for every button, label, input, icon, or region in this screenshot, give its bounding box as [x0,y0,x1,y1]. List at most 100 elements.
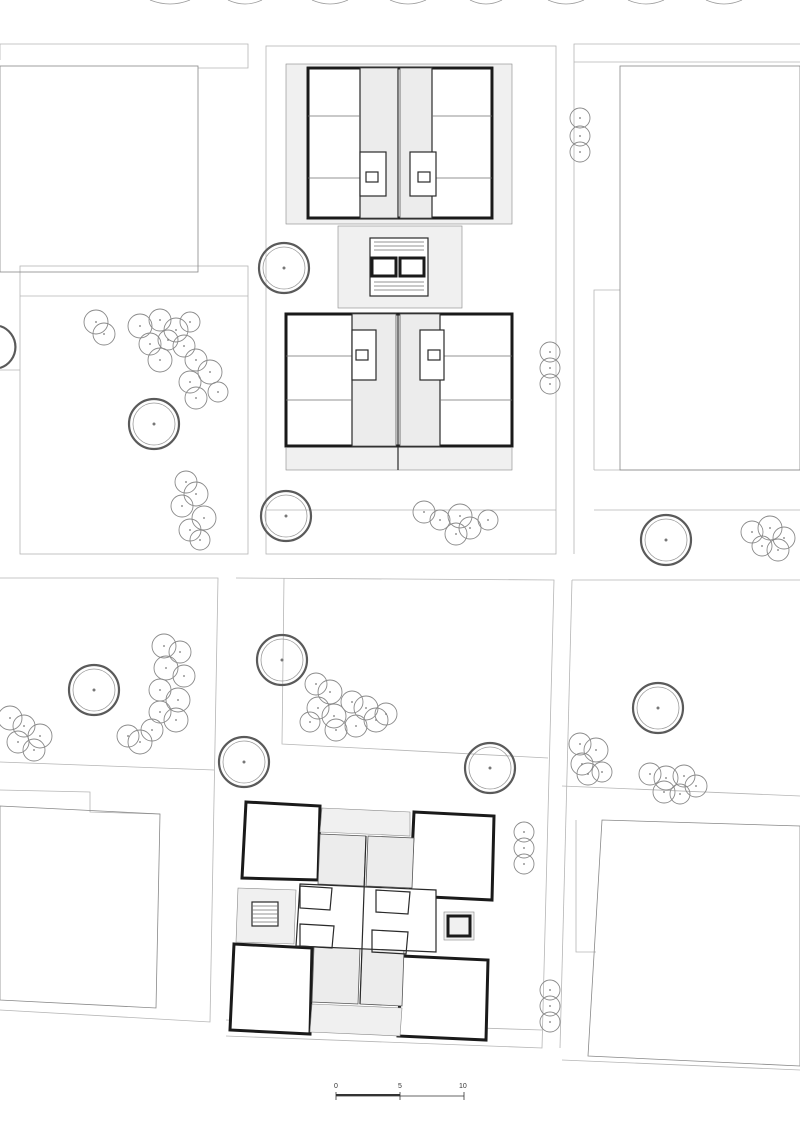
tree-trunk-dot [177,699,179,701]
upper-building-north-block [285,63,513,225]
tree-trunk-dot [523,847,525,849]
tree-trunk-dot [751,531,753,533]
tree-trunk-dot [23,725,25,727]
tree-small [444,522,468,546]
tree-trunk-dot [175,719,177,721]
tree-small [513,853,535,875]
tree-trunk-dot [163,645,165,647]
tree-small [569,125,591,147]
tree-small [458,516,482,540]
tree-small [178,370,202,394]
tree-large [217,735,271,789]
tree-large [255,633,309,687]
tree-small [321,703,347,729]
tree-trunk-dot [333,715,335,717]
tree-trunk-dot [199,539,201,541]
tree-small [539,1011,561,1033]
tree-small [576,762,600,786]
tree-small [412,500,436,524]
tree-trunk-dot [595,749,597,751]
tree-small [22,738,46,762]
tree-small [157,329,179,351]
tree-small [138,332,162,356]
tree-small [127,313,153,339]
scale-label-10: 10 [459,1083,467,1090]
tree-trunk-dot [549,351,551,353]
lower-building [228,800,496,1042]
tree-trunk-dot [33,749,35,751]
tree-trunk-dot [189,381,191,383]
tree-trunk-dot [195,493,197,495]
tree-trunk-dot [487,519,489,521]
tree-trunk-dot [579,151,581,153]
tree-trunk-dot [601,771,603,773]
tree-trunk-dot [103,333,105,335]
tree-small [147,347,173,373]
tree-small [653,765,679,791]
tree-small [165,687,191,713]
tree-small [672,764,696,788]
tree-small [539,373,561,395]
tree-trunk-dot [189,321,191,323]
scale-label-5: 5 [398,1083,402,1090]
tree-small [340,690,364,714]
tree-small [163,317,189,343]
tree-small [583,737,609,763]
tree-large [127,397,181,451]
tree-trunk-dot [195,359,197,361]
tree-small [0,705,23,731]
tree-small [163,707,189,733]
tree-small [116,724,140,748]
tree-small [568,732,592,756]
tree-small [304,672,328,696]
tree-trunk-dot [523,831,525,833]
tree-small [324,718,348,742]
tree-small [306,696,330,720]
tree-small [766,538,790,562]
tree-trunk-dot [309,721,311,723]
tree-small [207,381,229,403]
tree-trunk-dot [523,863,525,865]
tree-small [751,535,773,557]
tree-trunk-dot [179,651,181,653]
upper-building-stair-core [337,225,463,309]
tree-small [151,633,177,659]
tree-small [344,714,368,738]
tree-trunk-dot [549,989,551,991]
tree-trunk-dot [663,791,665,793]
tree-small [363,707,389,733]
tree-small [539,341,561,363]
tree-trunk-dot [181,505,183,507]
tree-small [513,821,535,843]
tree-trunk-dot [455,533,457,535]
tree-small [429,509,451,531]
tree-large [639,513,693,567]
tree-large [463,741,517,795]
tree-large [67,663,121,717]
tree-large [631,681,685,735]
tree-trunk-dot [175,329,177,331]
top-edge-trees [149,0,743,5]
tree-trunk-dot [549,1021,551,1023]
tree-trunk-dot [777,549,779,551]
tree-trunk-dot [695,785,697,787]
tree-trunk-dot [549,367,551,369]
tree-trunk-dot [351,701,353,703]
tree-trunk-dot [17,741,19,743]
tree-small [183,481,209,507]
tree-trunk-dot [385,713,387,715]
site-boundaries [0,43,800,1071]
tree-small [317,679,343,705]
tree-clusters [0,107,796,1033]
tree-small [191,505,217,531]
tree-small [539,995,561,1017]
tree-small [83,309,109,335]
tree-trunk-dot [365,707,367,709]
tree-trunk-dot [159,359,161,361]
tree-trunk-dot [439,519,441,521]
tree-trunk-dot [315,683,317,685]
tree-small [197,359,223,385]
tree-small [168,640,192,664]
tree-trunk-dot [423,511,425,513]
